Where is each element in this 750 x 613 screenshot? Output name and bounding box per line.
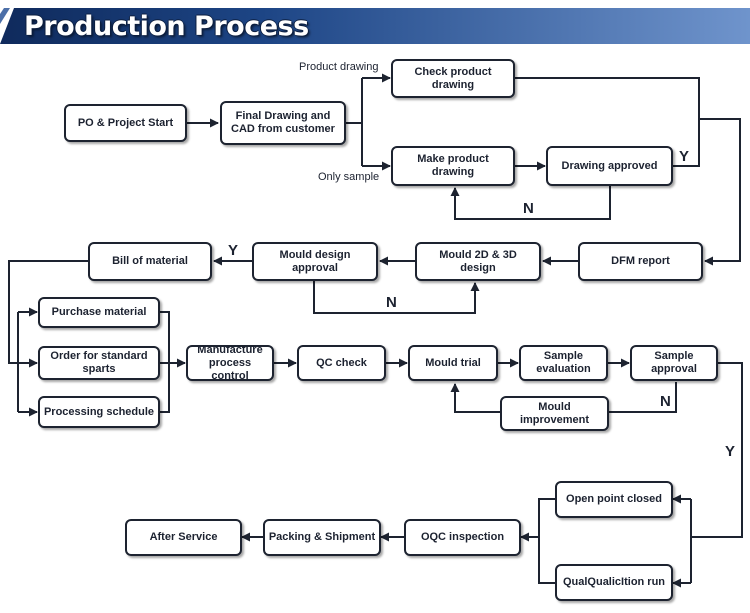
- sample-no-label: N: [660, 393, 671, 410]
- processing-schedule-node: Processing schedule: [38, 396, 160, 428]
- drawing-approved-node: Drawing approved: [546, 146, 673, 186]
- sample-yes-label: Y: [725, 443, 736, 460]
- only-sample-label: Only sample: [318, 171, 380, 183]
- mould-trial-node: Mould trial: [408, 345, 498, 381]
- purchase-material-node: Purchase material: [38, 297, 160, 328]
- packing-shipment-node: Packing & Shipment: [263, 519, 381, 556]
- header-banner: [0, 8, 750, 44]
- mould-2d-3d-design-node: Mould 2D & 3D design: [415, 242, 541, 281]
- make-product-drawing-node: Make product drawing: [391, 146, 515, 186]
- sample-evaluation-node: Sample evaluation: [519, 345, 608, 381]
- check-product-drawing-node: Check product drawing: [391, 59, 515, 98]
- mould-design-yes-label: Y: [228, 242, 239, 259]
- order-standard-parts-node: Order for standard sparts: [38, 346, 160, 380]
- mould-design-approval-node: Mould design approval: [252, 242, 378, 281]
- final-drawing-cad-node: Final Drawing and CAD from customer: [220, 101, 346, 145]
- open-point-closed-node: Open point closed: [555, 481, 673, 518]
- qc-check-node: QC check: [297, 345, 386, 381]
- manufacture-process-control-node: Manufacture process control: [186, 344, 274, 382]
- after-service-node: After Service: [125, 519, 242, 556]
- banner-shape: [0, 8, 750, 44]
- mould-design-no-label: N: [386, 294, 397, 311]
- dfm-report-node: DFM report: [578, 242, 703, 281]
- po-project-start-node: PO & Project Start: [64, 104, 187, 142]
- drawing-no-label: N: [523, 200, 534, 217]
- sample-approval-node: Sample approval: [630, 345, 718, 381]
- page-title: Production Process: [24, 11, 309, 42]
- bill-of-material-node: Bill of material: [88, 242, 212, 281]
- drawing-yes-label: Y: [679, 148, 690, 165]
- qualification-run-node: QualQualicItion run: [555, 564, 673, 601]
- oqc-inspection-node: OQC inspection: [404, 519, 521, 556]
- mould-improvement-node: Mould improvement: [500, 396, 609, 431]
- product-drawing-label: Product drawing: [299, 61, 379, 73]
